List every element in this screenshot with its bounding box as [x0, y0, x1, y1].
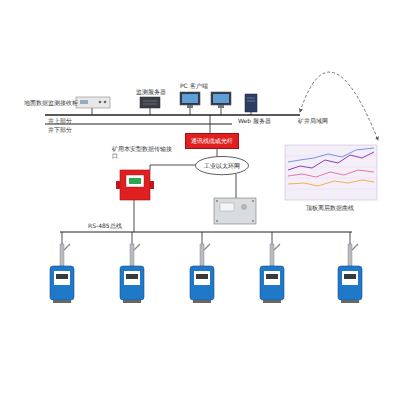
roof-sensor	[338, 232, 362, 303]
monitor-server	[140, 97, 160, 108]
label-text: 井上部分	[48, 117, 72, 124]
label-text: PC 客户端	[180, 82, 208, 89]
bus-drops	[92, 108, 251, 134]
ground-bus	[45, 114, 300, 115]
data-curve-chart	[285, 145, 377, 200]
junction-box	[214, 198, 256, 224]
label-text: 顶板离层数据曲线	[306, 204, 354, 211]
roof-sensor	[190, 232, 214, 303]
label-text: RS-485总线	[88, 222, 122, 229]
label-text: 井下部分	[48, 126, 72, 133]
web-server	[245, 94, 257, 112]
label-text: Web 服务器	[238, 117, 271, 124]
rs485-bus	[60, 232, 352, 233]
pc-client	[180, 92, 231, 108]
interface-device	[116, 170, 154, 200]
ring-network: 工业以太环网	[195, 156, 249, 175]
connector	[217, 149, 218, 158]
label-text: 矿用本安型数据传输接口	[112, 145, 174, 159]
network-link	[300, 72, 378, 140]
surface-divider	[45, 124, 232, 125]
roof-sensor	[50, 232, 74, 303]
roof-sensor	[260, 232, 284, 303]
node-text: 工业以太环网	[204, 162, 240, 169]
label-text: 矿井局域网	[298, 117, 328, 124]
label-text: 地面数据监测接收柜	[24, 99, 78, 106]
node-text: 通讯线缆或光纤	[191, 137, 233, 144]
cable-box: 通讯线缆或光纤	[185, 133, 239, 148]
receiver-cabinet	[76, 97, 110, 108]
roof-sensors	[50, 232, 362, 303]
roof-sensor	[120, 232, 144, 303]
label-text: 监测服务器	[136, 88, 166, 95]
